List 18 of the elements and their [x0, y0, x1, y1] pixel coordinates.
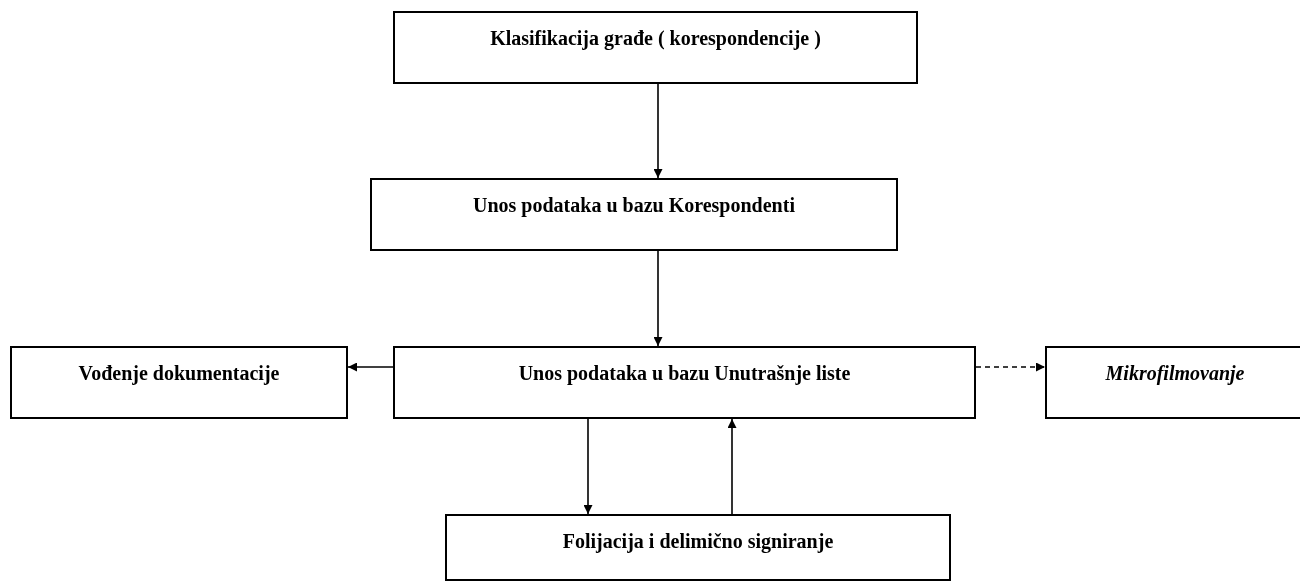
- process-box: [393, 346, 976, 419]
- arrow: [653, 250, 663, 347]
- box-label: Unos podataka u bazu Korespondenti: [473, 194, 795, 217]
- arrow: [975, 362, 1046, 372]
- process-box: [1045, 346, 1300, 419]
- arrow: [583, 418, 593, 515]
- arrow: [727, 418, 737, 515]
- box-label: Unos podataka u bazu Unutrašnje liste: [518, 362, 851, 385]
- process-box: [445, 514, 951, 581]
- box-label: Vođenje dokumentacije: [78, 362, 280, 385]
- box-label: Folijacija i delimično signiranje: [562, 530, 834, 553]
- box-label: Klasifikacija građe ( korespondencije ): [490, 27, 821, 50]
- arrow: [653, 83, 663, 179]
- arrow: [347, 362, 394, 372]
- process-box: [370, 178, 898, 251]
- process-box: [393, 11, 918, 84]
- process-box: [10, 346, 348, 419]
- box-label: Mikrofilmovanje: [1105, 362, 1245, 385]
